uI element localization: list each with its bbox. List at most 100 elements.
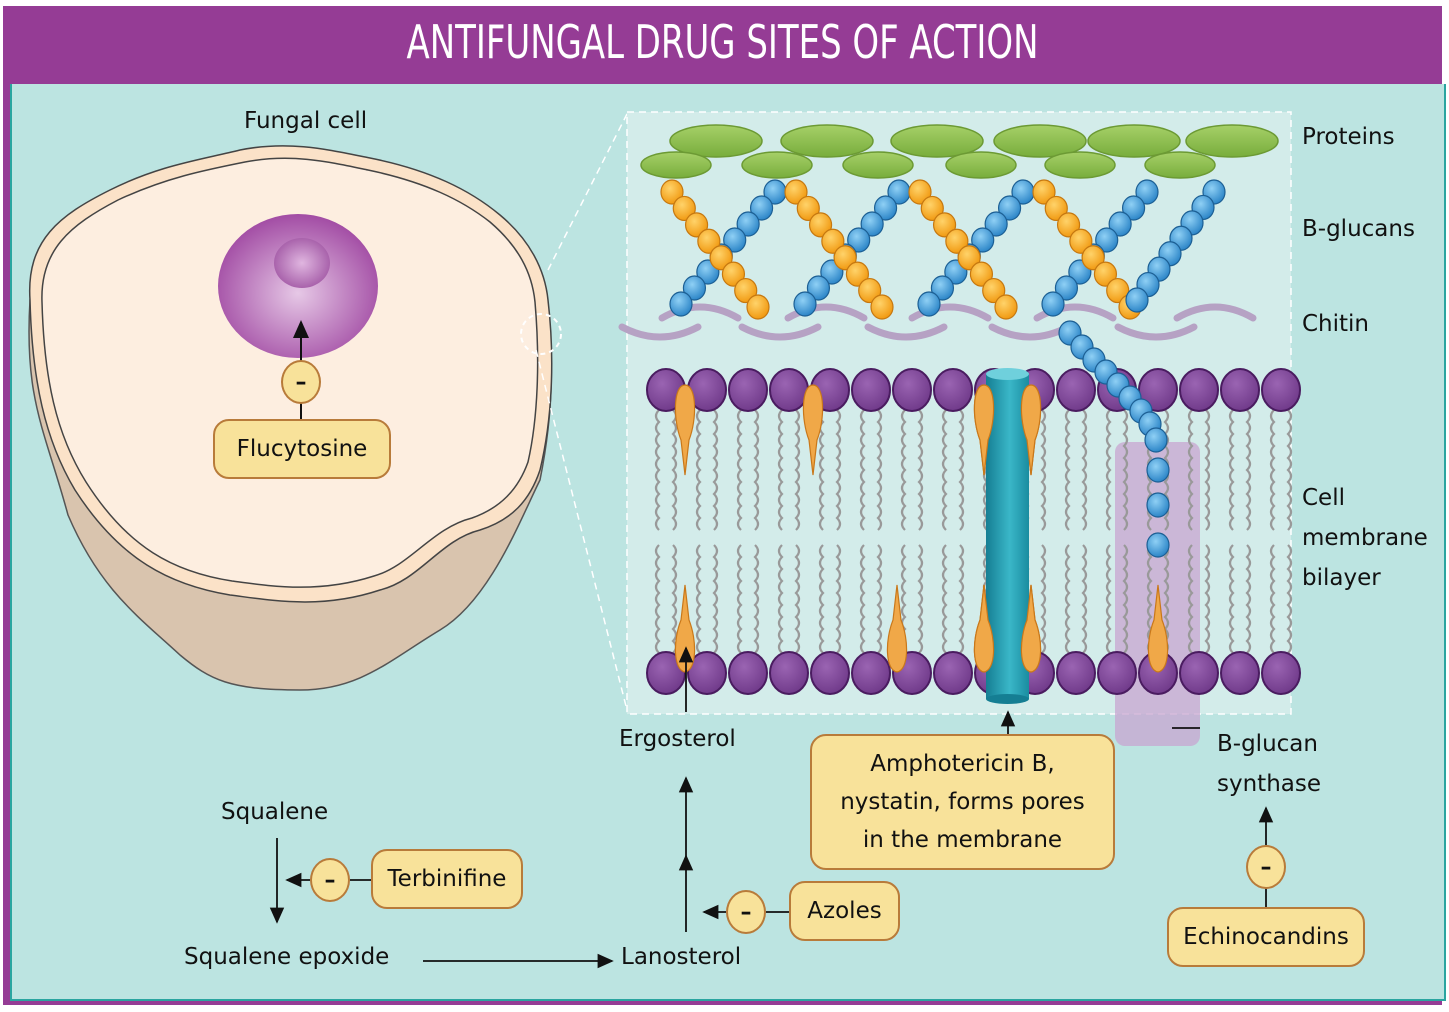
lipid-tail bbox=[1064, 544, 1071, 654]
chitin-arc bbox=[1173, 303, 1257, 322]
lipid-tail bbox=[1204, 544, 1211, 654]
lipid-tail bbox=[671, 409, 678, 531]
echinocandins-box: Echinocandins bbox=[1167, 907, 1365, 967]
b-glucan-bead bbox=[1146, 457, 1170, 483]
b-glucan-bead bbox=[682, 275, 707, 301]
lipid-tail bbox=[654, 409, 661, 531]
lipid-tail bbox=[1105, 544, 1112, 654]
phospholipid-head bbox=[769, 368, 809, 412]
protein bbox=[780, 124, 874, 158]
lipid-tail bbox=[1228, 409, 1235, 531]
lipid-tail bbox=[1081, 544, 1088, 654]
protein bbox=[1087, 124, 1181, 158]
lipid-tail bbox=[941, 544, 948, 654]
azoles-box: Azoles bbox=[789, 881, 900, 941]
chitin-bead bbox=[709, 245, 733, 271]
chitin-bead bbox=[920, 195, 944, 222]
lipid-tail bbox=[917, 544, 924, 654]
protein bbox=[993, 124, 1087, 158]
b-glucans-label: B-glucans bbox=[1302, 216, 1415, 242]
lipid-tail bbox=[818, 544, 825, 654]
protein bbox=[945, 151, 1017, 179]
lipid-tail bbox=[712, 409, 719, 531]
lipid-tail bbox=[1269, 544, 1276, 654]
phospholipid-head bbox=[933, 368, 973, 412]
chitin-bead bbox=[982, 277, 1006, 304]
lipid-tail bbox=[1269, 409, 1276, 531]
chitin-bead bbox=[908, 179, 932, 205]
chitin-bead bbox=[697, 228, 721, 254]
ergosterol-molecule bbox=[886, 584, 908, 673]
b-glucan-bead bbox=[723, 227, 747, 253]
ergosterol-molecule bbox=[802, 384, 824, 476]
lipid-tail bbox=[1245, 544, 1252, 654]
azoles-inhibit-icon: – bbox=[726, 890, 766, 934]
chitin-bead bbox=[784, 179, 808, 205]
chitin-bead bbox=[870, 294, 894, 320]
b-glucan-bead bbox=[749, 195, 774, 221]
chitin-bead bbox=[734, 277, 758, 304]
b-glucan-bead bbox=[1108, 211, 1132, 237]
amphotericin-line-3: in the membrane bbox=[862, 827, 1063, 853]
chitin-bead bbox=[945, 228, 969, 254]
membrane-label: Cell membrane bilayer bbox=[1302, 478, 1428, 598]
flucytosine-box: Flucytosine bbox=[213, 419, 391, 479]
b-glucan-layer bbox=[660, 179, 1226, 320]
b-glucan-bead bbox=[917, 291, 941, 317]
lipid-tail bbox=[753, 409, 760, 531]
chitin-arc bbox=[1114, 323, 1198, 341]
protein-layer bbox=[640, 124, 1279, 179]
ergosterol-molecule bbox=[1147, 584, 1169, 673]
chitin-arc bbox=[658, 303, 742, 322]
chitin-bead bbox=[1093, 261, 1118, 287]
b-glucan-bead bbox=[1095, 227, 1119, 253]
phospholipid-head bbox=[1261, 368, 1301, 412]
lipid-tail bbox=[1187, 409, 1194, 531]
protein bbox=[1185, 124, 1279, 158]
phospholipid-head bbox=[810, 651, 850, 695]
ergosterol-molecule bbox=[1020, 584, 1042, 673]
b-glucan-bead bbox=[806, 275, 831, 301]
lipid-tail bbox=[671, 544, 678, 654]
chitin-bead bbox=[994, 294, 1018, 320]
chitin-bead bbox=[808, 212, 833, 238]
phospholipid-head bbox=[1056, 651, 1096, 695]
pore-bottom bbox=[986, 694, 1029, 704]
phospholipid-head bbox=[1056, 368, 1096, 412]
b-glucan-bead bbox=[997, 195, 1022, 221]
b-glucan-bead bbox=[971, 227, 995, 253]
phospholipid-head bbox=[1179, 651, 1219, 695]
lipid-tail bbox=[876, 544, 883, 654]
chitin-bead bbox=[1056, 212, 1081, 238]
chitin-bead bbox=[672, 195, 696, 222]
lipid-tail bbox=[712, 544, 719, 654]
b-glucan-bead bbox=[930, 275, 955, 301]
lipid-tail bbox=[900, 409, 907, 531]
chitin-bead bbox=[845, 261, 870, 287]
phospholipid-head bbox=[1220, 368, 1260, 412]
lipid-tail bbox=[1163, 544, 1170, 654]
phospholipid-head bbox=[851, 651, 891, 695]
ergosterol-molecule bbox=[674, 384, 696, 476]
lipid-tail bbox=[753, 544, 760, 654]
chitin-bead bbox=[821, 228, 845, 254]
chitin-bead bbox=[833, 245, 857, 271]
b-glucan-bead bbox=[1146, 532, 1170, 558]
b-glucan-bead bbox=[984, 211, 1008, 237]
lipid-tail bbox=[794, 409, 801, 531]
terbinafine-box: Terbinifine bbox=[371, 849, 523, 909]
lipid-tail bbox=[1040, 409, 1047, 531]
ergosterol-molecule bbox=[1020, 384, 1042, 476]
ergosterol-molecule bbox=[973, 584, 995, 673]
zoom-origin-circle bbox=[520, 313, 562, 355]
lipid-tail bbox=[1204, 409, 1211, 531]
protein bbox=[890, 124, 984, 158]
lipid-tail bbox=[859, 409, 866, 531]
lipid-tail bbox=[777, 544, 784, 654]
lipid-tail bbox=[1286, 544, 1293, 654]
chitin-bead bbox=[932, 212, 957, 238]
fungal-cell-label: Fungal cell bbox=[244, 108, 368, 134]
lipid-tail bbox=[736, 544, 743, 654]
fungal-cell bbox=[28, 145, 562, 691]
